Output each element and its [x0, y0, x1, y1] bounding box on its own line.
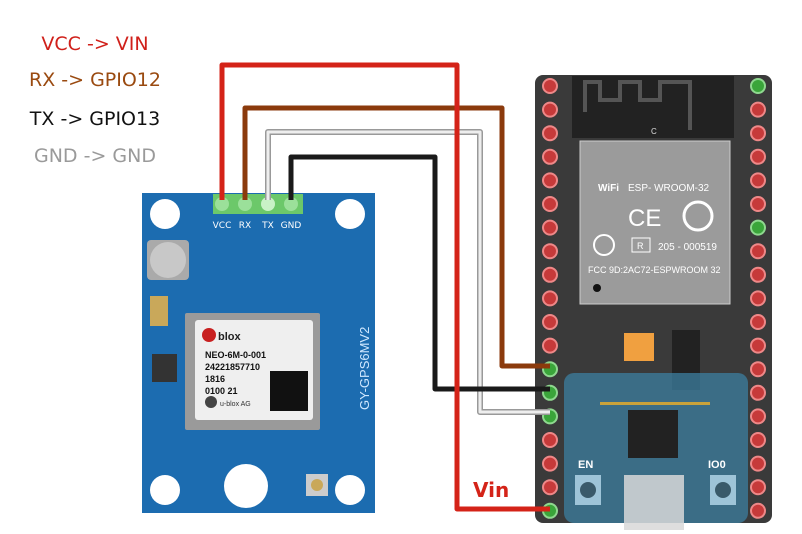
r-mark: R — [637, 241, 644, 251]
en-button-label: EN — [578, 459, 593, 471]
header-pin — [750, 314, 766, 330]
header-pin — [542, 172, 558, 189]
header-pin — [542, 148, 558, 165]
vin-label: Vin — [473, 478, 509, 502]
header-pin — [750, 148, 766, 165]
wire-gnd — [288, 154, 550, 392]
cert-label: 205 - 000519 — [658, 242, 717, 253]
fcc-label: FCC 9D:2AC72-ESPWROOM 32 — [588, 265, 721, 275]
header-pin — [542, 243, 558, 260]
header-pin — [542, 337, 558, 354]
gps-pin-label: TX — [261, 221, 274, 231]
header-pin — [750, 455, 766, 472]
header-pin — [750, 337, 766, 354]
header-pin — [750, 408, 766, 425]
wire-rx — [242, 105, 550, 369]
usb-port — [624, 475, 684, 530]
header-pin — [750, 384, 766, 401]
legend-gnd: GND -> GND — [34, 145, 156, 167]
c-label: C — [651, 127, 657, 136]
legend-vcc: VCC -> VIN — [41, 33, 149, 55]
header-pin — [750, 125, 766, 142]
header-pin — [750, 502, 766, 519]
ce-mark: CE — [628, 205, 661, 232]
gps-module: VCC RX TX GND blox NEO-6M-0-001 24221857710… — [142, 193, 375, 513]
header-pin — [542, 290, 558, 307]
header-pin — [750, 361, 766, 378]
header-pin — [750, 101, 766, 118]
maker-text: u-blox AG — [220, 401, 251, 408]
ublox-logo: blox — [218, 331, 241, 343]
header-pin — [750, 290, 766, 307]
chip-line-4: 0100 21 — [205, 386, 238, 396]
espressif-logo-icon — [682, 200, 714, 232]
gps-pin-label: VCC — [213, 221, 232, 231]
wires — [219, 62, 550, 512]
header-pin — [750, 196, 766, 212]
gps-pin-label: GND — [281, 221, 302, 231]
io0-button-label: IO0 — [708, 459, 726, 471]
module-label: ESP- WROOM-32 — [628, 183, 710, 194]
legend-rx: RX -> GPIO12 — [29, 69, 161, 91]
header-pin — [542, 125, 558, 142]
header-pin — [542, 432, 558, 448]
header-pin — [542, 78, 558, 94]
header-pin — [750, 78, 766, 94]
wire-vcc — [219, 62, 550, 512]
esp32-board: C WiFi ESP- WROOM-32 CE R 205 - 000519 F… — [535, 75, 772, 530]
header-pin — [542, 196, 558, 212]
header-pin — [750, 172, 766, 189]
wifi-logo: WiFi — [598, 183, 619, 194]
header-pin — [750, 479, 766, 496]
header-pin — [542, 266, 558, 283]
header-pin — [750, 219, 766, 236]
header-pin — [542, 455, 558, 472]
header-pin — [750, 432, 766, 448]
chip-line-2: 24221857710 — [205, 362, 260, 372]
chip-line-3: 1816 — [205, 374, 225, 384]
wire-tx-inner — [266, 130, 550, 414]
header-pin — [542, 314, 558, 330]
legend-tx: TX -> GPIO13 — [29, 108, 161, 130]
header-pin — [750, 243, 766, 260]
header-pin — [542, 219, 558, 236]
chip-line-1: NEO-6M-0-001 — [205, 350, 266, 360]
header-pin — [542, 479, 558, 496]
datamatrix-code — [270, 371, 308, 411]
gps-model-label: GY-GPS6MV2 — [357, 327, 372, 410]
telec-mark-icon — [593, 234, 615, 256]
header-pin — [542, 101, 558, 118]
gps-pin-label: RX — [239, 221, 251, 231]
header-pin — [750, 266, 766, 283]
